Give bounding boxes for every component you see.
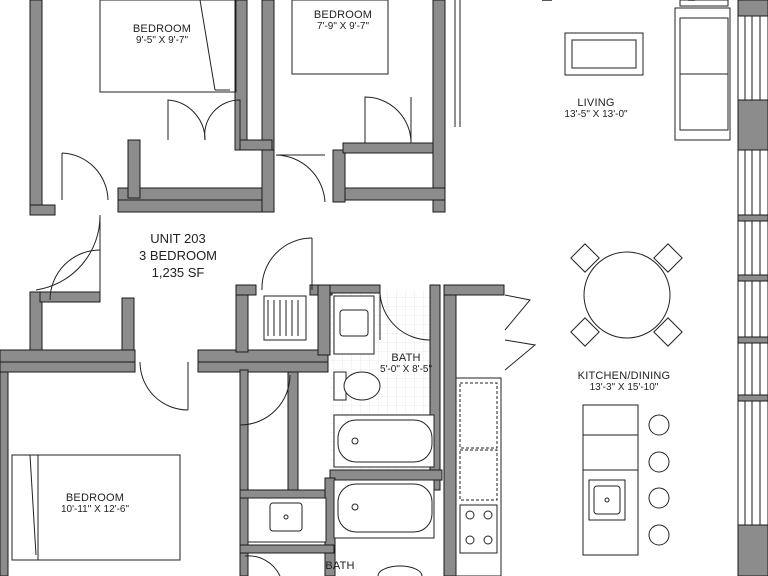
- unit-name: UNIT 203: [150, 231, 206, 246]
- living-name: LIVING: [577, 97, 615, 109]
- bath-1-name: BATH: [391, 352, 421, 364]
- bedroom-1-bed: [99, 0, 237, 93]
- living-coffee-table: [564, 32, 644, 76]
- bath-1-label: BATH 5'-0" X 8'-5": [380, 352, 432, 375]
- bedroom-3-bed: [11, 454, 181, 561]
- bedroom-1-label: BEDROOM 9'-5" X 9'-7": [133, 23, 191, 46]
- bath-2-label: BATH: [325, 560, 354, 572]
- kitchen-island: [582, 404, 670, 556]
- bath-1-fixtures: [333, 295, 435, 468]
- bedroom-3-label: BEDROOM 10'-11" X 12'-6": [61, 492, 129, 515]
- unit-type: 3 BEDROOM: [138, 248, 218, 263]
- doors: [35, 96, 537, 576]
- bedroom-2-name: BEDROOM: [313, 9, 373, 21]
- bath-1-dims: 5'-0" X 8'-5": [379, 364, 433, 375]
- walls: [0, 0, 505, 576]
- bedroom-2-dims: 7'-9" X 9'-7": [316, 21, 370, 32]
- living-label: LIVING 13'-5" X 13'-0": [564, 97, 627, 120]
- living-dims: 13'-5" X 13'-0": [564, 109, 628, 120]
- bedroom-1-dims: 9'-5" X 9'-7": [135, 35, 189, 46]
- bedroom-2-label: BEDROOM 7'-9" X 9'-7": [314, 9, 372, 32]
- kitchen-dining-name: KITCHEN/DINING: [577, 370, 671, 382]
- living-sofa: [674, 0, 731, 141]
- kitchen-counters: [455, 377, 502, 576]
- bedroom-2-bed: [291, 0, 389, 75]
- kitchen-dining-label: KITCHEN/DINING 13'-3" X 15'-10": [578, 370, 671, 393]
- kitchen-dining-dims: 13'-3" X 15'-10": [589, 382, 659, 393]
- laundry-washer: [263, 295, 307, 341]
- bedroom-1-name: BEDROOM: [132, 23, 192, 35]
- bath-2-name: BATH: [325, 560, 355, 572]
- dining-table: [570, 243, 683, 347]
- bedroom-3-name: BEDROOM: [65, 492, 125, 504]
- bath-2-fixtures: [247, 479, 435, 576]
- exterior-window-wall: [737, 0, 768, 576]
- unit-area: 1,235 SF: [151, 265, 205, 280]
- unit-label: UNIT 203 3 BEDROOM 1,235 SF: [139, 230, 217, 281]
- bedroom-3-dims: 10'-11" X 12'-6": [61, 504, 129, 515]
